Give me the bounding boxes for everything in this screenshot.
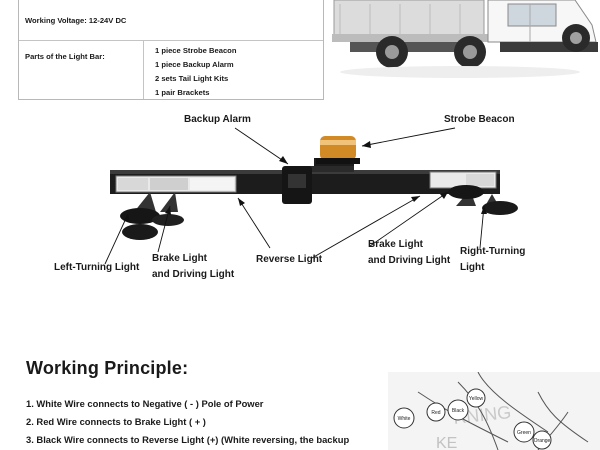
wire-tag: Green — [517, 430, 531, 436]
parts-list: 1 piece Strobe Beacon 1 piece Backup Ala… — [155, 44, 236, 100]
label-line: Light — [460, 262, 485, 273]
truck-image — [332, 0, 598, 78]
section-heading: Working Principle: — [26, 358, 189, 378]
principle-item: 2. Red Wire connects to Brake Light ( + … — [26, 416, 206, 427]
label-brake-driving-left: Brake Light and Driving Light — [152, 251, 234, 283]
part-item: 1 piece Strobe Beacon — [155, 46, 237, 55]
table-divider — [143, 40, 144, 99]
voltage-label: Working Voltage: 12-24V DC — [25, 16, 127, 25]
part-item: 1 pair Brackets — [155, 88, 210, 97]
label-line: Right-Turning — [460, 246, 526, 257]
principle-item: 1. White Wire connects to Negative ( - )… — [26, 398, 264, 409]
label-line: and Driving Light — [152, 269, 235, 280]
wire-photo: RNING KE White Red Black Yellow Green Or… — [388, 372, 600, 450]
wire-tag: Red — [431, 410, 440, 416]
label-left-turning: Left-Turning Light — [54, 262, 140, 273]
strobe-beacon — [320, 136, 356, 160]
photo-bg-text-2: KE — [436, 435, 457, 450]
wire-tag: Yellow — [469, 396, 484, 402]
part-item: 2 sets Tail Light Kits — [155, 74, 229, 83]
label-line: and Driving Light — [368, 255, 451, 266]
label-backup-alarm: Backup Alarm — [184, 114, 251, 125]
part-item: 1 piece Backup Alarm — [155, 60, 234, 69]
principle-item: 3. Black Wire connects to Reverse Light … — [26, 434, 350, 445]
label-line: Brake Light — [368, 239, 424, 250]
wire-tag: White — [398, 416, 411, 422]
spec-voltage-row: Working Voltage: 12-24V DC — [19, 0, 323, 41]
label-right-turning: Right-Turning Light — [460, 244, 525, 276]
label-reverse: Reverse Light — [256, 254, 323, 265]
label-line: Brake Light — [152, 253, 208, 264]
parts-label: Parts of the Light Bar: — [25, 52, 105, 61]
wire-tag: Black — [452, 408, 465, 414]
wire-tag: Orange — [534, 438, 551, 444]
spec-table: Working Voltage: 12-24V DC Parts of the … — [18, 0, 324, 100]
light-bar-diagram — [104, 127, 518, 265]
label-brake-driving-right: Brake Light and Driving Light — [368, 237, 450, 269]
label-strobe-beacon: Strobe Beacon — [444, 114, 515, 125]
